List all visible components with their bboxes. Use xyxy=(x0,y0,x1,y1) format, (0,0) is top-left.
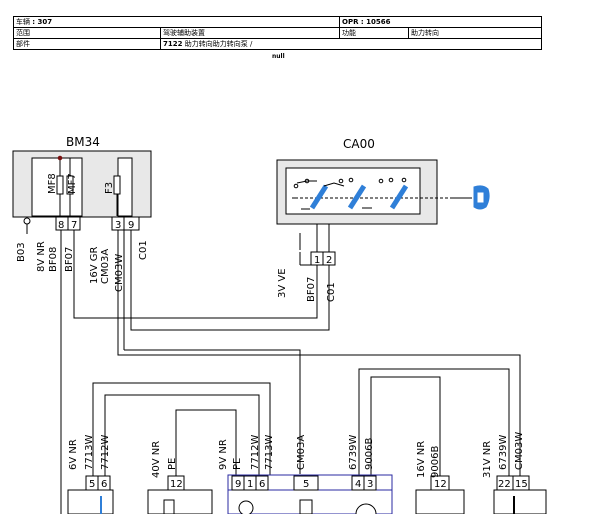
ca00-wire-bf07: BF07 xyxy=(306,277,317,302)
c7-wire-6739w: 6739W xyxy=(498,435,509,470)
c5-wire-9006b: 9006B xyxy=(364,438,375,470)
vehicle-value: : 307 xyxy=(32,18,53,26)
c3-pin-1: 1 xyxy=(247,479,253,490)
ca00-pin-1: 1 xyxy=(314,255,320,266)
ca00-pin-2: 2 xyxy=(326,255,332,266)
c1-wire-6v-nr: 6V NR xyxy=(68,439,79,470)
c1-wire-7713w: 7713W xyxy=(84,435,95,470)
module-sensor-icon xyxy=(238,500,254,514)
c7-wire-cm03w: CM03W xyxy=(514,432,525,470)
c2-pin-12: 12 xyxy=(170,479,183,490)
ca00-name: CA00 xyxy=(343,137,375,151)
c1-wire-7712w: 7712W xyxy=(100,435,111,470)
switch-contact-3 xyxy=(389,184,409,210)
part-label: 部件 xyxy=(13,38,161,50)
bm34-pin-7: 7 xyxy=(71,220,77,231)
bm34-pin-8: 8 xyxy=(58,220,64,231)
vehicle-label: 车辆 xyxy=(16,18,30,26)
module-motor-icon xyxy=(355,503,377,514)
c3-wire-pe: PE xyxy=(232,458,243,470)
ignition-key-icon xyxy=(450,185,490,210)
c3-wire-9v-nr: 9V NR xyxy=(218,439,229,470)
fuse-mf8-label: MF8 xyxy=(47,173,58,194)
module-chip-icon xyxy=(163,499,175,514)
c4-pin-5: 5 xyxy=(303,479,309,490)
wire-bf08: BF08 xyxy=(48,247,59,272)
part-code: 7122 xyxy=(163,40,183,48)
switch-contact-1 xyxy=(309,184,329,210)
c5-pin-4: 4 xyxy=(355,479,361,490)
wire-bf07: BF07 xyxy=(64,247,75,272)
c2-wire-pe: PE xyxy=(167,458,178,470)
c1-pin-5: 5 xyxy=(89,479,95,490)
c5-wire-6739w: 6739W xyxy=(348,435,359,470)
null-note: null xyxy=(272,53,285,60)
c1-pin-6: 6 xyxy=(101,479,107,490)
bm34-name: BM34 xyxy=(66,135,100,149)
c7-pin-15: 15 xyxy=(515,479,528,490)
bm34-pin-3: 3 xyxy=(115,220,121,231)
wire-cm03a: CM03A xyxy=(100,249,111,284)
switch-contact-2 xyxy=(347,184,367,210)
c7-wire-31v-nr: 31V NR xyxy=(482,441,493,478)
c6-wire-16v-nr: 16V NR xyxy=(416,441,427,478)
bm34-pin-9: 9 xyxy=(128,220,134,231)
c2-wire-40v-nr: 40V NR xyxy=(151,441,162,478)
c3-pin-6: 6 xyxy=(259,479,265,490)
part-cell: 7122 助力转向助力转向泵 / xyxy=(160,38,542,50)
bm34-junction-dot xyxy=(57,155,63,161)
ca00-wire-c01: C01 xyxy=(326,282,337,302)
c3-wire-7712w: 7712W xyxy=(250,435,261,470)
wire-c01: C01 xyxy=(138,240,149,260)
c3-wire-7713w: 7713W xyxy=(264,435,275,470)
wire-8v-nr: 8V NR xyxy=(36,241,47,272)
wire-16v-gr: 16V GR xyxy=(89,247,100,284)
header-table: 车辆 : 307 OPR : 10566 范围 驾驶辅助装置 功能 助力转向 部… xyxy=(13,16,542,50)
ca00-wire-3v-ve: 3V VE xyxy=(277,268,288,298)
c6-wire-9006b: 9006B xyxy=(430,446,441,478)
c7-pin-22: 22 xyxy=(498,479,511,490)
c6-pin-12: 12 xyxy=(434,479,447,490)
ground-b03-icon xyxy=(23,217,31,225)
fuse-mf7-label: MF7 xyxy=(67,173,78,194)
part-value: 助力转向助力转向泵 / xyxy=(184,40,253,48)
c4-wire-cm03a: CM03A xyxy=(296,435,307,470)
c3-pin-9: 9 xyxy=(235,479,241,490)
wire-cm03w: CM03W xyxy=(114,254,125,292)
c5-pin-3: 3 xyxy=(367,479,373,490)
fuse-f3-label: F3 xyxy=(104,182,115,194)
ground-b03-label: B03 xyxy=(16,242,27,262)
